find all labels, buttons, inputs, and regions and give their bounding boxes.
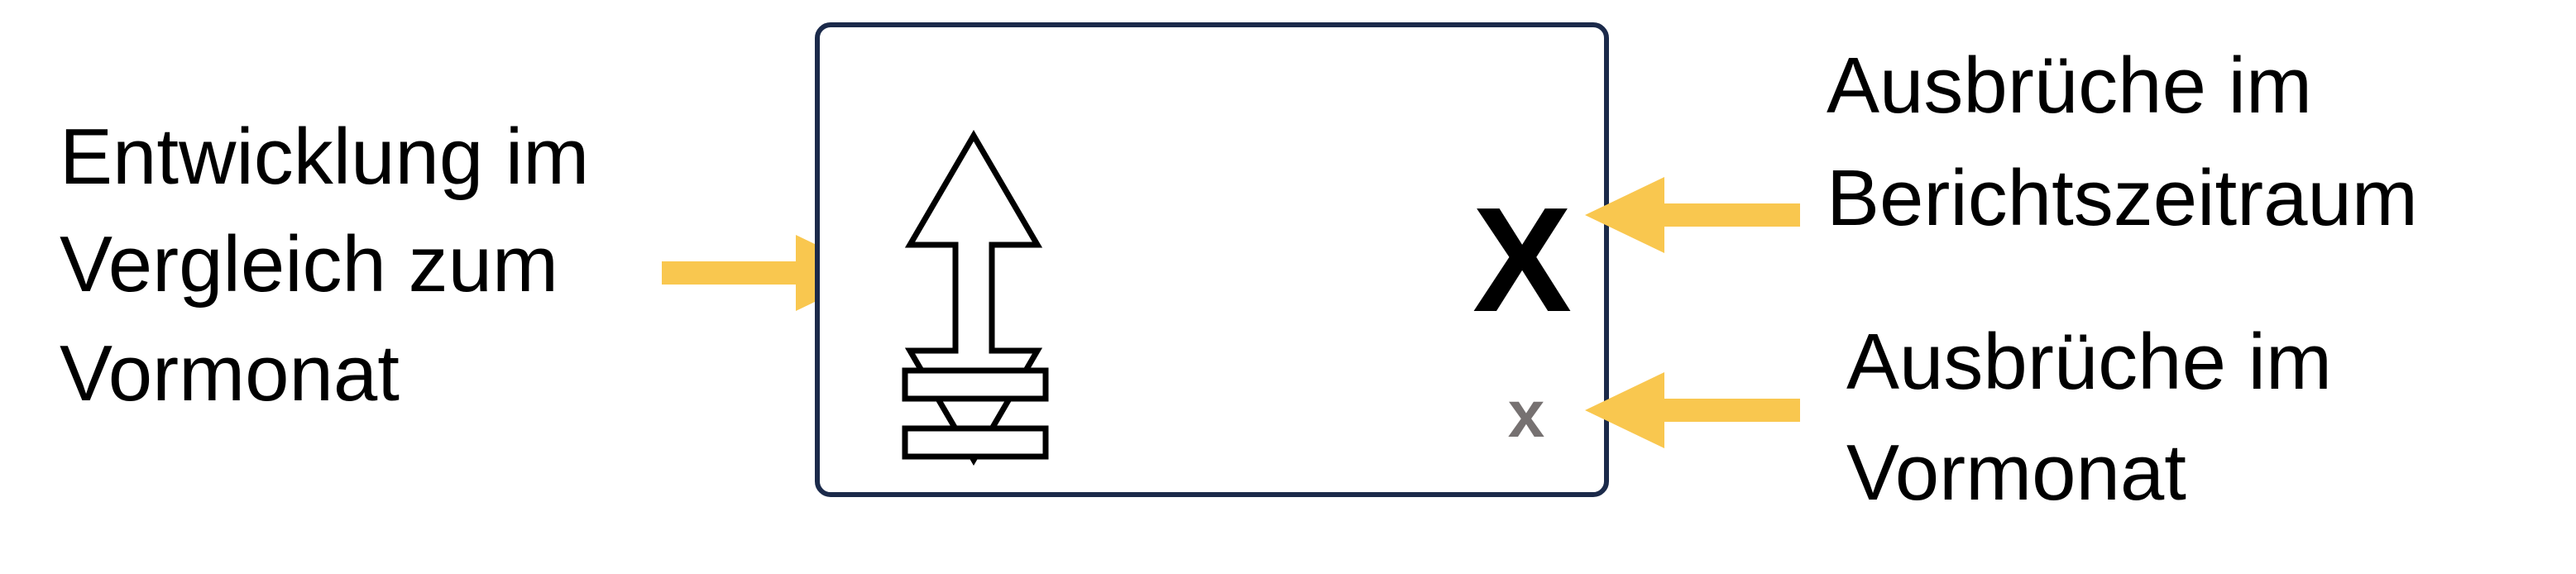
left-label: Entwicklung im Vergleich zum Vormonat xyxy=(60,112,611,418)
pointer-arrow-previous xyxy=(1585,372,1800,448)
current-outbreaks-symbol: X xyxy=(1472,177,1572,343)
current-outbreaks-label: Ausbrüche im Berichtszeitraum xyxy=(1827,41,2418,242)
pointer-arrow-current xyxy=(1585,177,1800,253)
previous-outbreaks-symbol: x xyxy=(1508,377,1545,451)
previous-outbreaks-label: Ausbrüche im Vormonat xyxy=(1846,318,2354,517)
equal-icon xyxy=(902,367,1049,460)
